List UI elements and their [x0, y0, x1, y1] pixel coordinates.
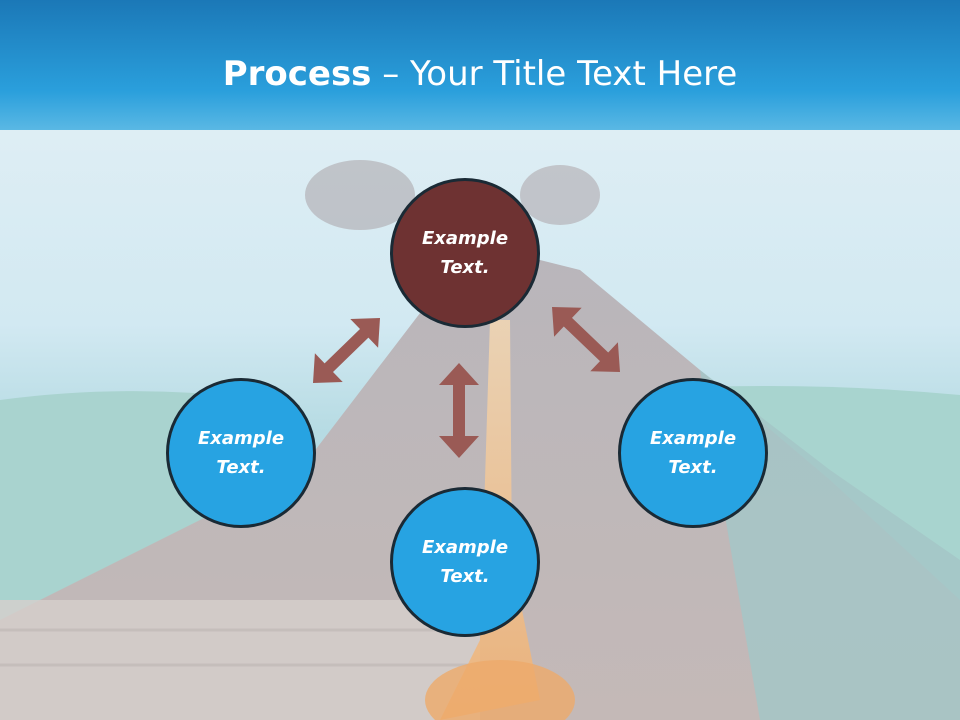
title-bar: Process – Your Title Text Here — [0, 0, 960, 130]
process-node-bottom: Example Text. — [390, 487, 540, 637]
process-node-right: Example Text. — [618, 378, 768, 528]
arrow-vertical — [439, 363, 479, 458]
node-bottom-label: Example Text. — [421, 537, 509, 587]
node-right-label: Example Text. — [649, 428, 737, 478]
title-bold: Process — [222, 54, 372, 94]
title-rest: – Your Title Text Here — [371, 54, 738, 94]
arrow-top-left — [313, 318, 380, 383]
slide-title: Process – Your Title Text Here — [0, 52, 960, 96]
process-node-left: Example Text. — [166, 378, 316, 528]
process-node-top: Example Text. — [390, 178, 540, 328]
arrow-top-right — [552, 307, 620, 372]
node-top-label: Example Text. — [421, 228, 509, 278]
node-left-label: Example Text. — [197, 428, 285, 478]
